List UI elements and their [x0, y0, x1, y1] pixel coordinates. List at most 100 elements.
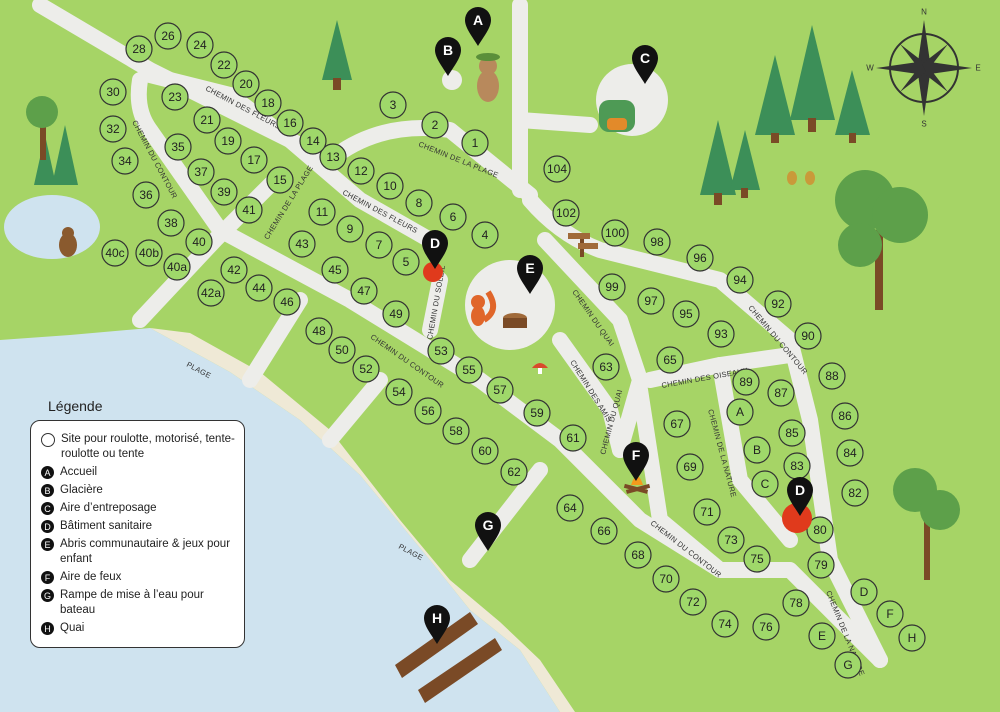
campsite-D[interactable]: D: [850, 578, 878, 606]
campsite-57[interactable]: 57: [486, 376, 514, 404]
campsite-2[interactable]: 2: [421, 111, 449, 139]
campsite-84[interactable]: 84: [836, 439, 864, 467]
campsite-64[interactable]: 64: [556, 494, 584, 522]
campsite-21[interactable]: 21: [193, 106, 221, 134]
campsite-71[interactable]: 71: [693, 498, 721, 526]
map-pin-f[interactable]: F: [623, 442, 649, 481]
campsite-58[interactable]: 58: [442, 417, 470, 445]
campsite-18[interactable]: 18: [254, 89, 282, 117]
campsite-26[interactable]: 26: [154, 22, 182, 50]
campsite-46[interactable]: 46: [273, 288, 301, 316]
campsite-42[interactable]: 42: [220, 256, 248, 284]
campsite-87[interactable]: 87: [767, 379, 795, 407]
campsite-B[interactable]: B: [743, 436, 771, 464]
campsite-92[interactable]: 92: [764, 290, 792, 318]
campsite-95[interactable]: 95: [672, 300, 700, 328]
campsite-16[interactable]: 16: [276, 109, 304, 137]
campsite-F[interactable]: F: [876, 600, 904, 628]
campsite-93[interactable]: 93: [707, 320, 735, 348]
campsite-44[interactable]: 44: [245, 274, 273, 302]
campsite-100[interactable]: 100: [601, 219, 629, 247]
campsite-47[interactable]: 47: [350, 277, 378, 305]
campsite-9[interactable]: 9: [336, 215, 364, 243]
campsite-68[interactable]: 68: [624, 541, 652, 569]
campsite-69[interactable]: 69: [676, 453, 704, 481]
campsite-61[interactable]: 61: [559, 424, 587, 452]
campsite-5[interactable]: 5: [392, 248, 420, 276]
campsite-82[interactable]: 82: [841, 479, 869, 507]
campsite-30[interactable]: 30: [99, 78, 127, 106]
campsite-86[interactable]: 86: [831, 402, 859, 430]
campsite-38[interactable]: 38: [157, 209, 185, 237]
map-pin-e[interactable]: E: [517, 255, 543, 294]
campsite-65[interactable]: 65: [656, 346, 684, 374]
campsite-24[interactable]: 24: [186, 31, 214, 59]
campsite-49[interactable]: 49: [382, 300, 410, 328]
campsite-94[interactable]: 94: [726, 266, 754, 294]
campsite-40c[interactable]: 40c: [101, 239, 129, 267]
campsite-62[interactable]: 62: [500, 458, 528, 486]
campsite-80[interactable]: 80: [806, 516, 834, 544]
campsite-7[interactable]: 7: [365, 231, 393, 259]
campsite-89[interactable]: 89: [732, 368, 760, 396]
campsite-35[interactable]: 35: [164, 133, 192, 161]
map-pin-g[interactable]: G: [475, 512, 501, 551]
campsite-34[interactable]: 34: [111, 147, 139, 175]
map-pin-a[interactable]: A: [465, 7, 491, 46]
campsite-74[interactable]: 74: [711, 610, 739, 638]
campsite-36[interactable]: 36: [132, 181, 160, 209]
campsite-28[interactable]: 28: [125, 35, 153, 63]
campsite-75[interactable]: 75: [743, 545, 771, 573]
campsite-11[interactable]: 11: [308, 198, 336, 226]
campsite-15[interactable]: 15: [266, 166, 294, 194]
campsite-G[interactable]: G: [834, 651, 862, 679]
campsite-22[interactable]: 22: [210, 51, 238, 79]
campsite-55[interactable]: 55: [455, 356, 483, 384]
campsite-83[interactable]: 83: [783, 452, 811, 480]
campsite-97[interactable]: 97: [637, 287, 665, 315]
campsite-56[interactable]: 56: [414, 397, 442, 425]
campsite-17[interactable]: 17: [240, 146, 268, 174]
campsite-1[interactable]: 1: [461, 129, 489, 157]
campsite-85[interactable]: 85: [778, 419, 806, 447]
campsite-40b[interactable]: 40b: [135, 239, 163, 267]
campsite-104[interactable]: 104: [543, 155, 571, 183]
campsite-79[interactable]: 79: [807, 551, 835, 579]
campsite-52[interactable]: 52: [352, 355, 380, 383]
map-pin-d2[interactable]: D: [787, 477, 813, 516]
campsite-12[interactable]: 12: [347, 157, 375, 185]
campsite-90[interactable]: 90: [794, 322, 822, 350]
campsite-102[interactable]: 102: [552, 199, 580, 227]
map-pin-b[interactable]: B: [435, 37, 461, 76]
campsite-43[interactable]: 43: [288, 230, 316, 258]
campsite-59[interactable]: 59: [523, 399, 551, 427]
campsite-13[interactable]: 13: [319, 143, 347, 171]
sanitary-building-2[interactable]: [782, 503, 812, 533]
campsite-50[interactable]: 50: [328, 336, 356, 364]
campsite-70[interactable]: 70: [652, 565, 680, 593]
campsite-E[interactable]: E: [808, 622, 836, 650]
campsite-53[interactable]: 53: [427, 337, 455, 365]
campsite-60[interactable]: 60: [471, 437, 499, 465]
campsite-39[interactable]: 39: [210, 178, 238, 206]
campsite-73[interactable]: 73: [717, 526, 745, 554]
campsite-78[interactable]: 78: [782, 589, 810, 617]
campsite-C[interactable]: C: [751, 470, 779, 498]
map-pin-d1[interactable]: D: [422, 230, 448, 269]
campsite-14[interactable]: 14: [299, 127, 327, 155]
campsite-19[interactable]: 19: [214, 127, 242, 155]
campsite-88[interactable]: 88: [818, 362, 846, 390]
campsite-8[interactable]: 8: [405, 189, 433, 217]
campsite-10[interactable]: 10: [376, 172, 404, 200]
campsite-66[interactable]: 66: [590, 517, 618, 545]
campsite-45[interactable]: 45: [321, 256, 349, 284]
campsite-23[interactable]: 23: [161, 83, 189, 111]
campsite-20[interactable]: 20: [232, 70, 260, 98]
campsite-72[interactable]: 72: [679, 588, 707, 616]
campsite-3[interactable]: 3: [379, 91, 407, 119]
campsite-54[interactable]: 54: [385, 378, 413, 406]
campsite-40a[interactable]: 40a: [163, 253, 191, 281]
sanitary-building-1[interactable]: [423, 262, 443, 282]
map-pin-c[interactable]: C: [632, 45, 658, 84]
campsite-63[interactable]: 63: [592, 353, 620, 381]
